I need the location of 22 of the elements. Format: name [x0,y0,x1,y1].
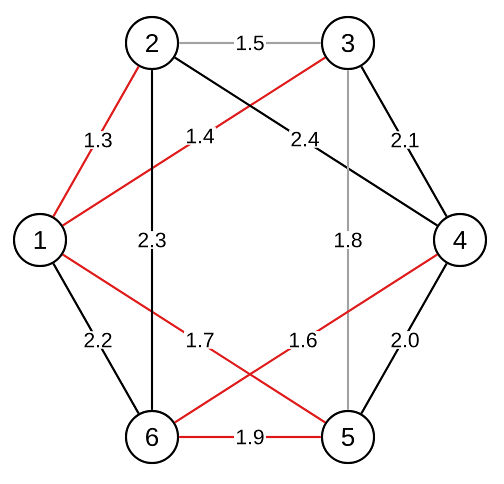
edge-line [174,56,438,226]
edge-label: 1.7 [184,331,216,349]
edge-label: 2.4 [288,130,322,148]
edge-line [62,56,326,226]
edge-label: 1.6 [286,331,320,349]
edge-label: 1.5 [234,34,266,52]
edge-line [174,254,438,424]
edge-label: 2.3 [136,231,168,249]
edge-label: 1.4 [184,127,216,145]
edge-line [360,263,448,414]
edge-label: 1.8 [332,231,364,249]
edge-label: 1.3 [82,131,114,149]
edge-label: 1.9 [234,428,266,446]
edge-line [62,254,326,424]
edge-line [346,70,350,410]
edge-label: 2.1 [388,131,422,149]
edge-label: 2.2 [82,331,114,349]
edge-line [360,66,448,217]
edge-label: 2.0 [388,331,422,349]
edge-line [52,66,140,217]
edge-line [150,70,154,410]
edge-line [52,263,140,414]
